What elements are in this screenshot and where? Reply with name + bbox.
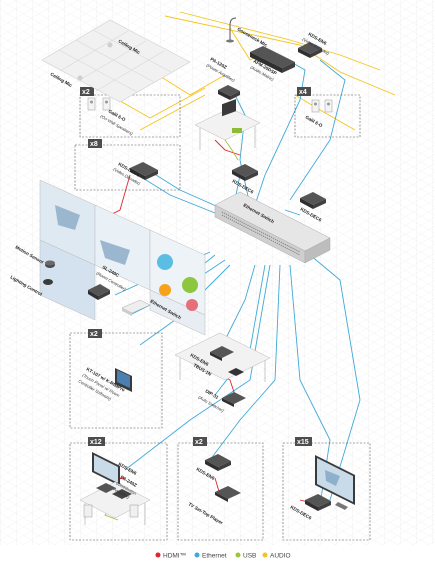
ceiling-mic-icon	[77, 75, 83, 81]
kds-en6-top-device	[298, 42, 322, 58]
pa-120z-device	[218, 85, 240, 100]
kds-en6-bm-device	[205, 454, 231, 471]
speaker-pair-right	[311, 99, 333, 113]
ceiling-grid	[41, 19, 191, 103]
afm-20dsp-device	[250, 46, 295, 73]
desk-with-monitor	[194, 99, 261, 150]
zone-gali-right-count: x4	[299, 89, 307, 96]
legend-ethernet-swatch	[194, 552, 200, 558]
legend-hdmi-swatch	[155, 552, 161, 558]
zone-gali-right: x4	[294, 87, 361, 138]
kds-dec6-mid-device	[232, 164, 258, 181]
kds-dec6-br-device	[305, 494, 331, 511]
motion-sensor-icon	[45, 260, 55, 268]
zone-bottom-mid: x2	[177, 437, 264, 541]
dip-31-device	[222, 392, 246, 407]
gooseneck-mic-icon	[226, 17, 237, 43]
legend-audio-swatch	[262, 552, 268, 558]
zone-bottom-right: x15	[282, 437, 371, 541]
app-tile-icon	[159, 284, 171, 296]
kds-dec6-right-device	[300, 192, 326, 209]
sl-240c-device	[88, 284, 110, 300]
app-tile-icon	[157, 254, 173, 270]
speaker-pair-left	[87, 97, 111, 111]
legend-ethernet-label: Ethernet	[202, 553, 227, 560]
ethernet-switch-device	[214, 191, 331, 264]
legend: HDMI™ Ethernet USB AUDIO	[155, 552, 291, 560]
zone-speakers-count: x2	[82, 89, 90, 96]
app-tile-icon	[186, 299, 198, 311]
ceiling-mic-icon	[107, 42, 113, 48]
tv-settop-device	[215, 486, 241, 502]
zone-decoders-count: x8	[90, 141, 98, 148]
zone-bottom-right-count: x15	[297, 439, 309, 446]
kds-dec6-x8-device	[130, 162, 158, 180]
zone-bottom-left-count: x12	[90, 439, 102, 446]
app-tile-icon	[182, 277, 198, 293]
small-ethernet-switch	[121, 299, 151, 316]
zone-touch-count: x2	[90, 331, 98, 338]
zone-decoders: x8	[74, 139, 181, 191]
touch-panel-device	[115, 368, 132, 392]
dip31-name-label: DIP-31	[205, 389, 220, 401]
legend-usb-swatch	[235, 552, 241, 558]
legend-audio-label: AUDIO	[270, 553, 291, 560]
legend-hdmi-label: HDMI™	[163, 553, 186, 560]
zone-touch: x2	[69, 329, 163, 429]
meeting-table	[174, 332, 271, 382]
zone-bottom-mid-count: x2	[195, 439, 203, 446]
video-wall	[39, 179, 206, 336]
legend-usb-label: USB	[243, 553, 256, 560]
zone-bottom-left: x12	[69, 437, 168, 541]
bottom-right-display	[315, 455, 355, 510]
bottom-left-desk	[79, 481, 151, 525]
bottom-left-display	[92, 452, 120, 486]
lighting-control-icon	[43, 279, 53, 285]
